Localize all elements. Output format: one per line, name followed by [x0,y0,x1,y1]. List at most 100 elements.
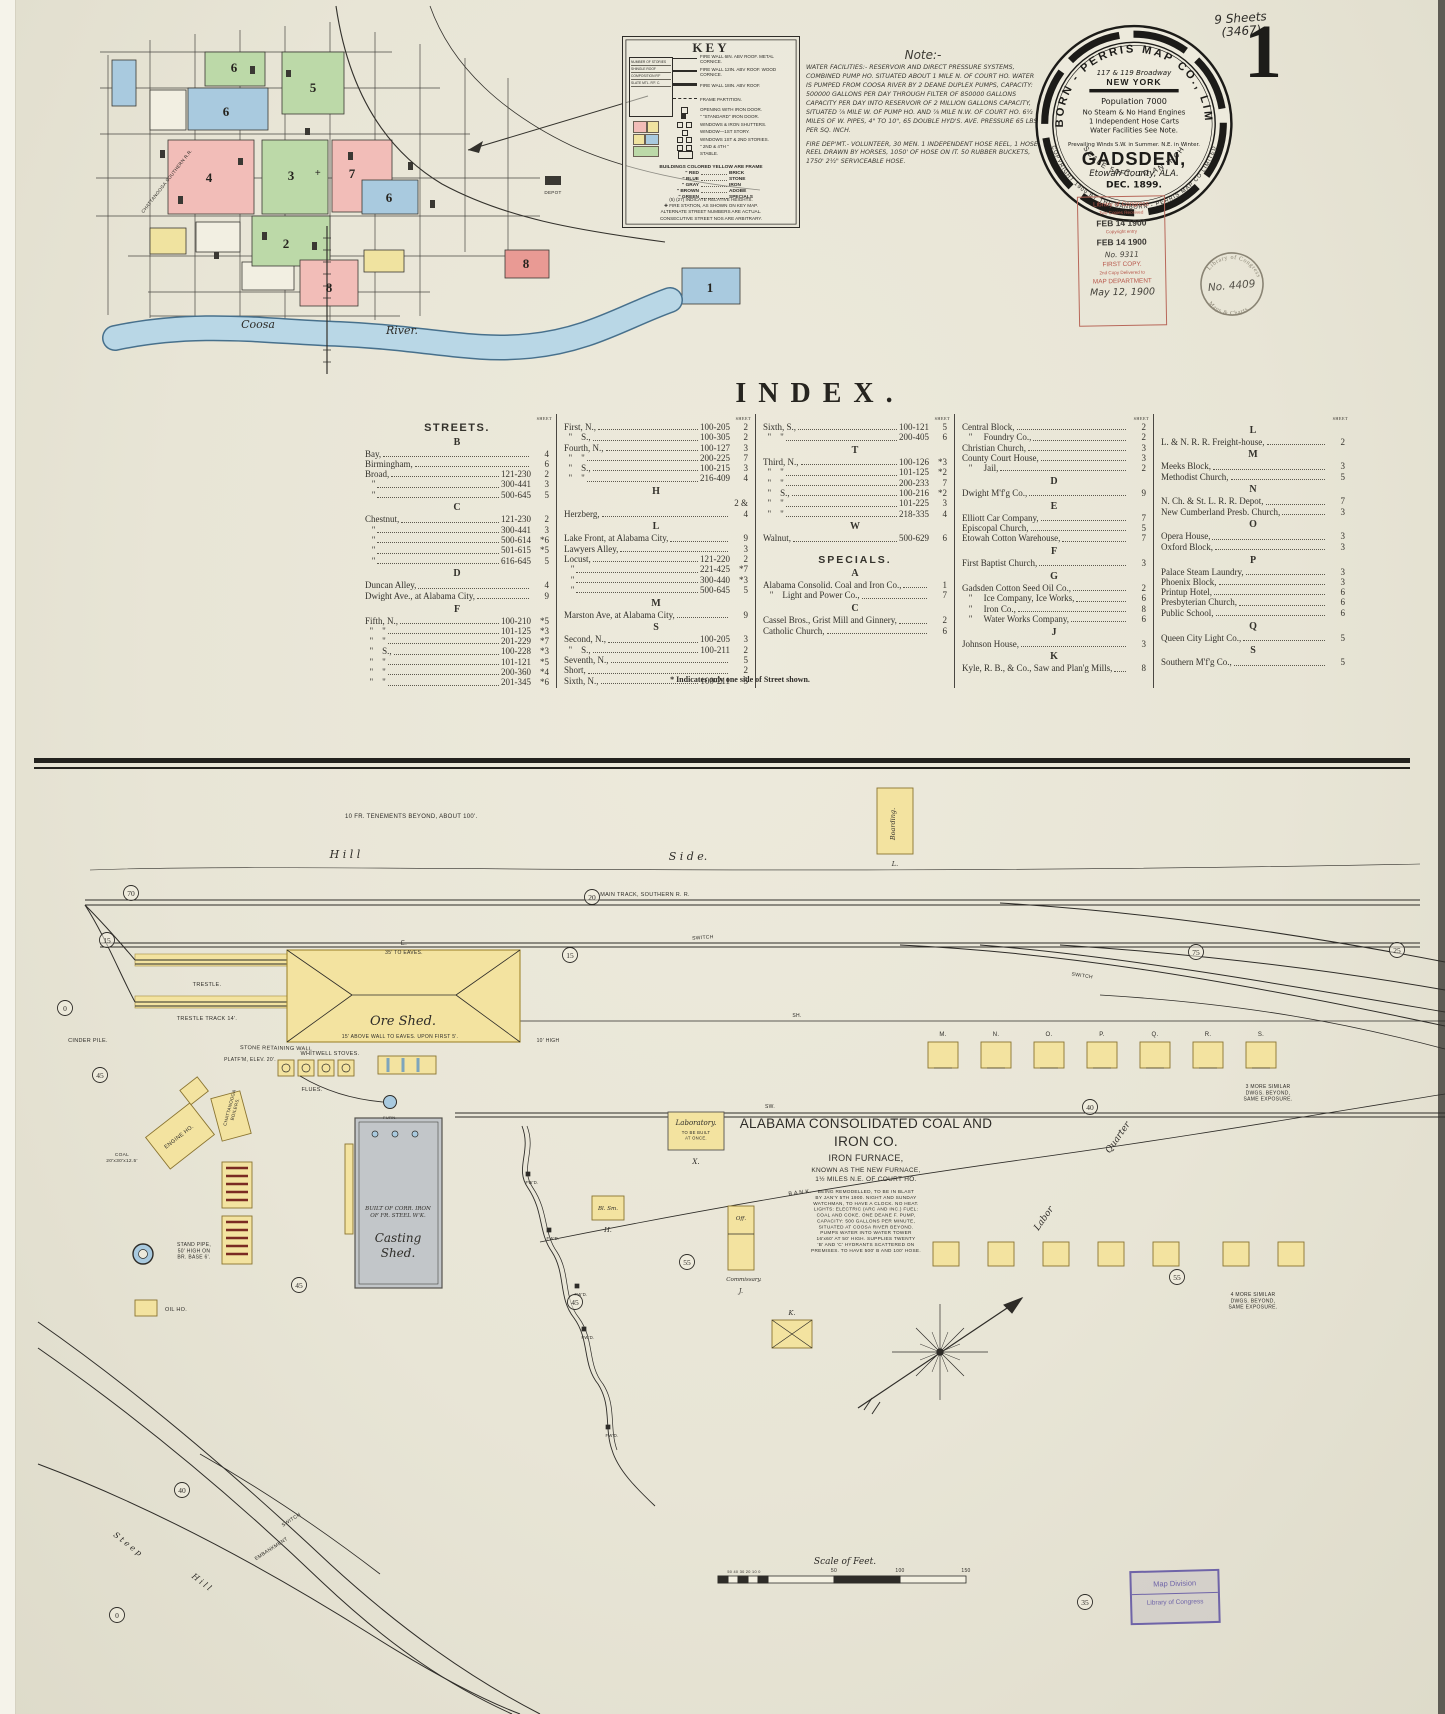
index-leader-dots [383,455,529,457]
elevation-mark: 0 [109,1607,125,1623]
legend-meaning: STONE [729,176,746,182]
note-fire-department: FIRE DEP'MT.- VOLUNTEER, 30 MEN. 1 INDEP… [806,140,1038,166]
index-street-name: " Light and Power Co., [763,590,860,601]
scale-bar [717,1575,967,1584]
index-letter-header: G [1050,570,1058,582]
elevation-mark: 35 [1077,1594,1093,1610]
index-letter-header: T [851,445,859,457]
index-street-name: L. & N. R. R. Freight-house, [1161,436,1265,447]
index-street-name: Presbyterian Church, [1161,597,1237,608]
index-letter-header: C [851,603,859,615]
index-street-name: Catholic Church, [763,625,825,636]
index-number-range: 100-205 [700,634,730,645]
index-sheet-number: 3 [544,524,550,535]
index-leader-dots [387,643,499,645]
svg-text:0: 0 [63,1004,67,1013]
index-street-name: Third, N., [763,457,799,468]
key-row-label: " "STANDARD" IRON DOOR. [700,114,759,120]
index-row: Phoenix Block,3 [1161,577,1345,587]
index-street-name: Seventh, N., [564,655,609,666]
index-sheet-number: 3 [942,498,948,509]
index-letter-header: H [652,486,660,498]
key-row: " "STANDARD" IRON DOOR. [673,113,796,120]
index-sheet-number: 5 [942,422,948,432]
index-row: " "101-125*2 [763,467,948,477]
block-buildings [160,66,561,259]
index-sheet-number: 3 [544,479,550,490]
map-label: ALABAMA CONSOLIDATED COAL AND [740,1116,993,1131]
map-label: S i d e. [669,850,708,863]
index-row: " Foundry Co.,2 [962,432,1146,442]
index-sheet-number: *3 [540,625,549,636]
map-label: Off. [736,1216,746,1222]
index-sheet-number: *5 [540,545,549,556]
arrow-head [468,141,483,153]
index-row: Alabama Consolid. Coal and Iron Co.,1 [763,580,947,590]
index-leader-dots [898,622,927,624]
index-leader-dots [791,495,897,497]
index-sheet-number: 2 [544,514,550,525]
index-street-name: " S., [564,644,591,655]
index-street-name: " " [365,656,386,667]
index-number-range: 218-335 [899,508,929,519]
index-number-range: 300-441 [501,524,531,535]
index-row: Printup Hotel,6 [1161,587,1345,597]
index-leader-dots [377,562,499,564]
index-sheet-number: *3 [938,457,947,468]
key-symbol-glyph [673,58,697,65]
svg-text:25: 25 [1393,946,1401,955]
key-sample-label: SHINGLE ROOF [631,66,671,74]
map-label: B A N K. [788,1189,812,1198]
key-row: STABLE. [673,150,796,159]
index-letter-header: Q [1249,620,1257,632]
map-label: 35' TO EAVES. [385,950,423,956]
index-street-name: " S., [564,463,591,474]
index-leader-dots [785,439,897,441]
loc-round-bottom: Maps & Charts [1206,300,1251,320]
index-street-name: " " [763,498,784,509]
key-row: OPENING WITH IRON DOOR. [673,106,796,114]
index-letter-header: S [653,622,659,634]
map-label: FURN. [383,1115,397,1120]
map-label: Commissary. [726,1277,762,1283]
index-row: Elliott Car Company,7 [962,513,1146,523]
index-row: Gadsden Cotton Seed Oil Co.,2 [962,583,1146,593]
index-street-name: Palace Steam Laundry, [1161,566,1244,577]
coosa-river [102,287,683,361]
key-notes: (5) (27) INDICATE RELATIVE HEIGHTS.✚ FIR… [626,197,796,222]
legend-color: " RED [685,171,699,176]
index-street-name: Fourth, N., [564,442,604,453]
note-block: Note:- WATER FACILITIES:- RESERVOIR AND … [806,48,1040,172]
map-label: MAIN TRACK, SOUTHERN R. R. [600,892,690,898]
index-number-range: 121-230 [501,469,531,480]
index-sheet-number: 7 [1141,533,1147,544]
index-sheet-number: 3 [1141,442,1147,453]
index-number-range: 221-425 [700,564,730,575]
map-label: FW'D. [606,1433,619,1438]
index-leader-dots [592,561,698,563]
index-street-name: Gadsden Cotton Seed Oil Co., [962,582,1071,593]
index-row: Meeks Block,3 [1161,461,1345,471]
index-street-name: " [564,574,575,585]
stamp-population: Population 7000 [1101,96,1167,106]
index-leader-dots [418,587,529,589]
index-sheet-number: 7 [942,477,948,488]
map-label: J. [737,1287,743,1295]
index-sheet-number: 6 [942,432,948,443]
index-number-range: 300-440 [700,574,730,585]
index-letter-header: E [1050,500,1058,512]
district-number: 6 [231,60,238,75]
elevation-mark: 15 [562,947,578,963]
stamp-address: 117 & 119 Broadway [1097,68,1172,77]
index-sheet-number: *4 [540,667,549,678]
index-row: County Court House,3 [962,453,1146,463]
index-row: Duncan Alley,4 [365,580,549,590]
map-label: R. [1205,1032,1212,1038]
index-row: Lake Front, at Alabama City,9 [564,533,748,543]
